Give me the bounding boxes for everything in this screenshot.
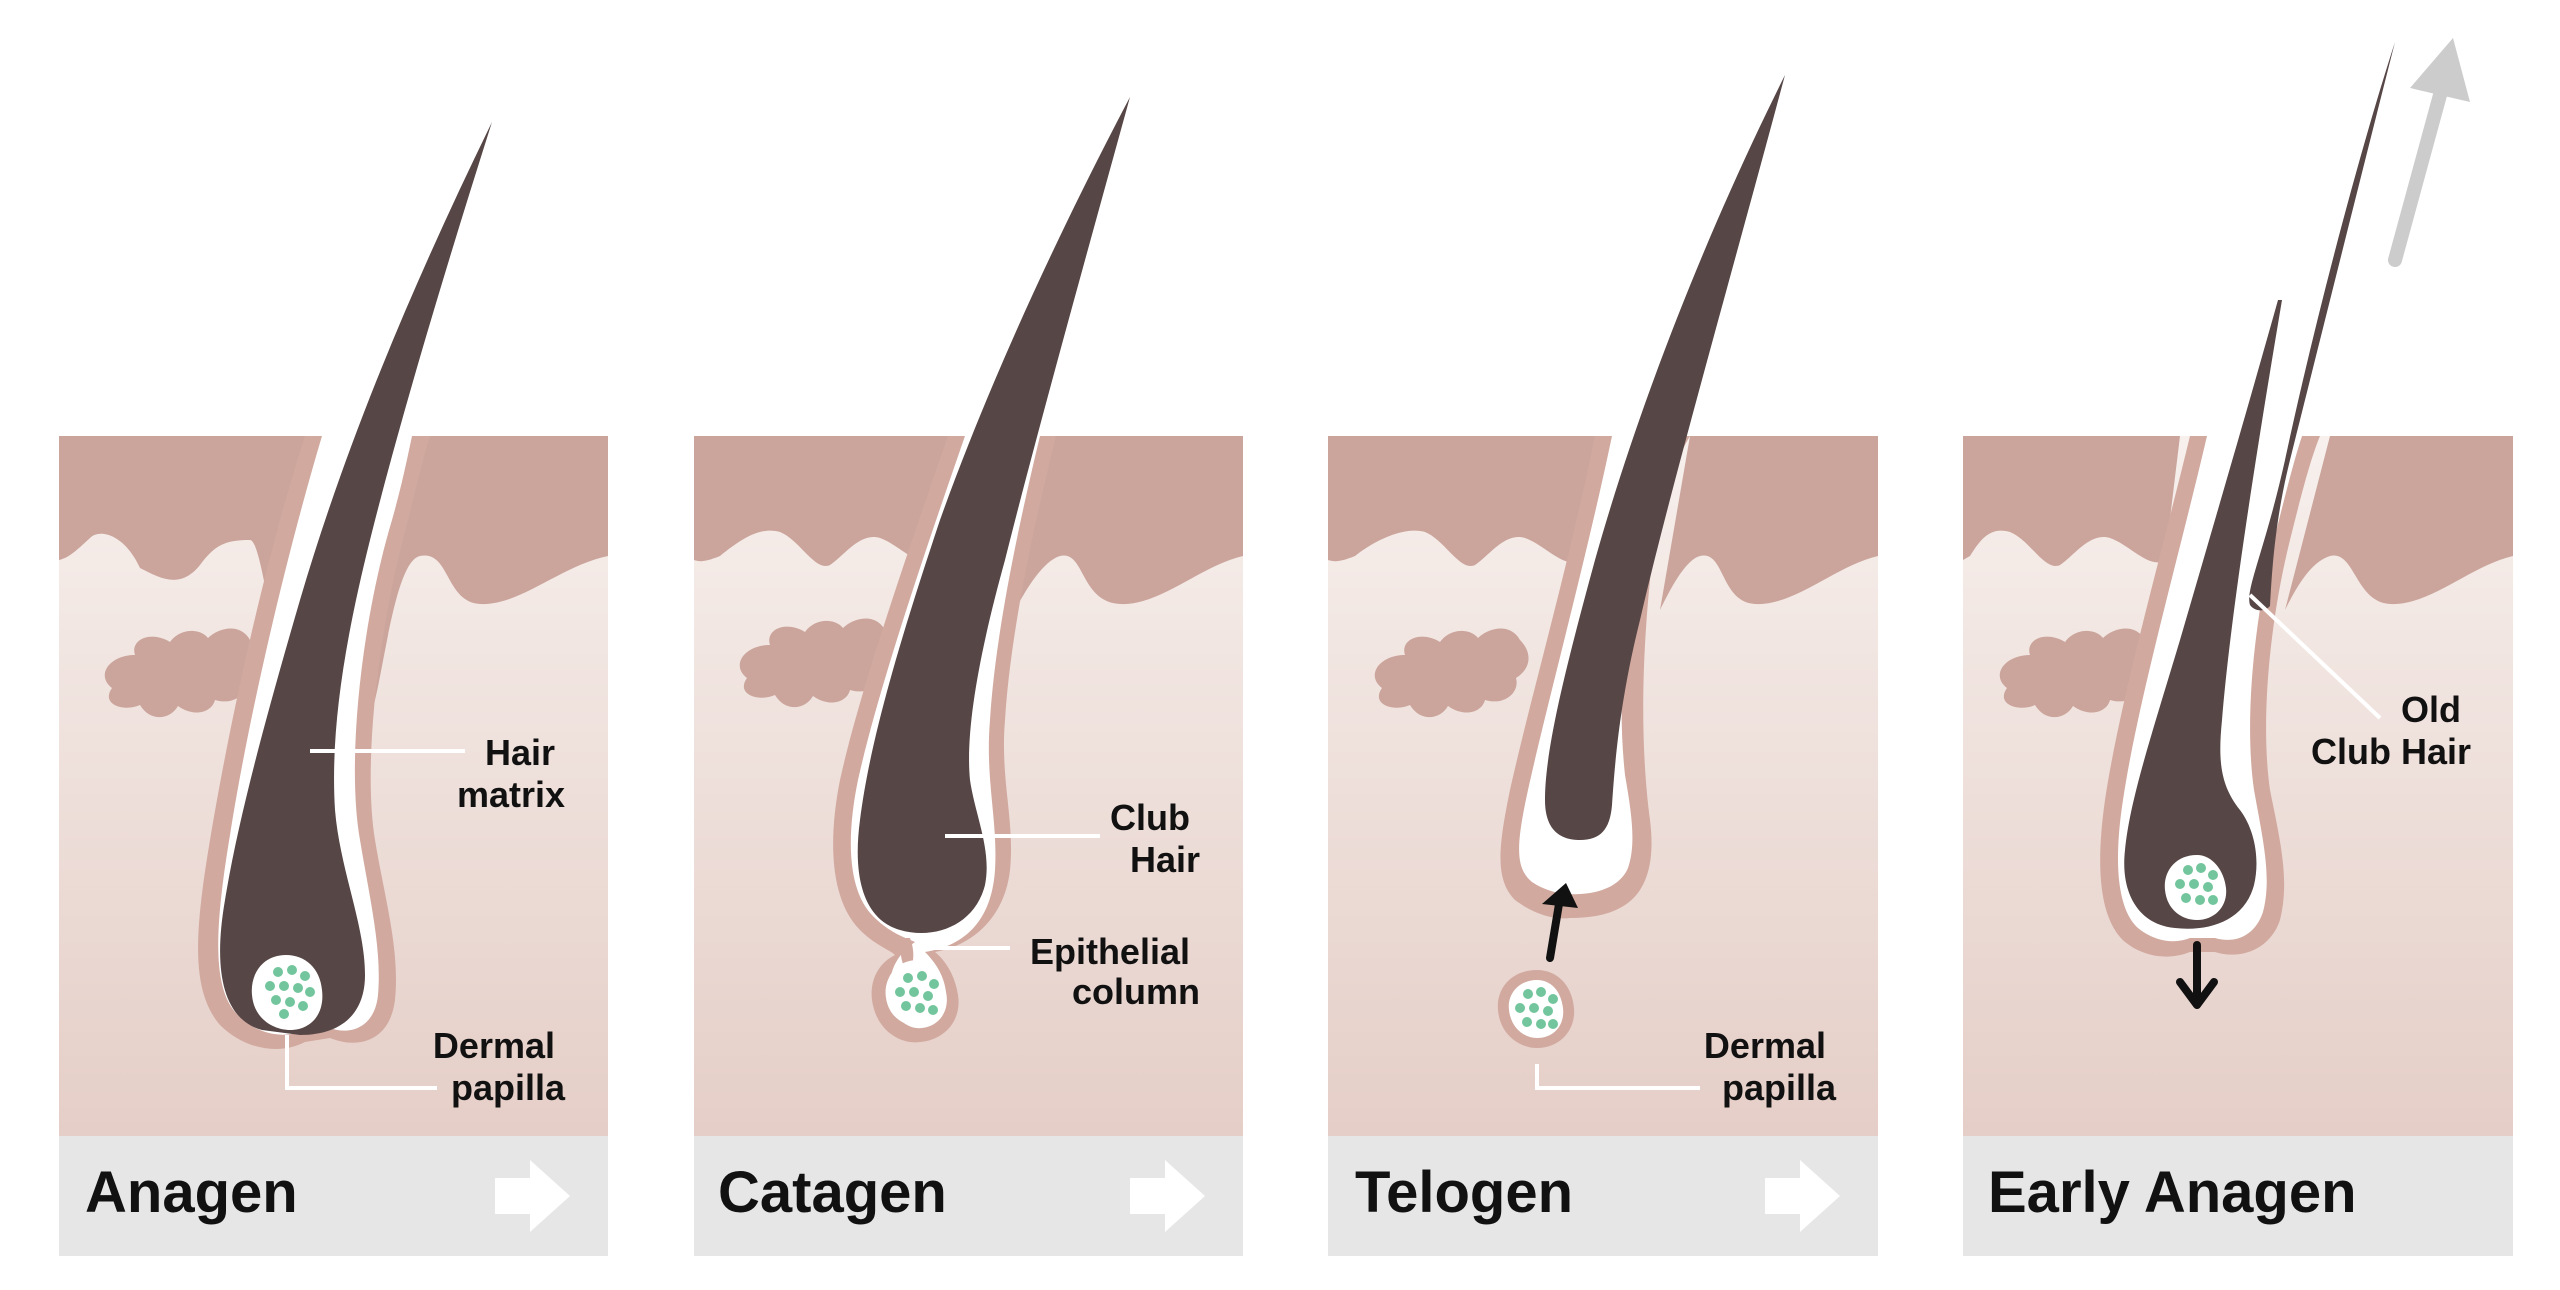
papilla-cell	[1543, 1006, 1553, 1016]
leader-line-dermal-papilla	[1535, 1064, 1700, 1090]
papilla-cell	[271, 995, 281, 1005]
label-dermal-papilla: Dermal papilla	[1704, 1025, 1837, 1108]
up-arrowhead-icon	[1542, 883, 1578, 908]
papilla-cell	[2196, 863, 2206, 873]
papilla-cell	[273, 967, 283, 977]
panel-anagen: Hair matrix Dermal papilla Anagen	[59, 122, 608, 1256]
panel-title: Telogen	[1355, 1160, 1573, 1225]
panel-catagen: Club Hair Epithelial column Catagen	[694, 97, 1243, 1256]
epidermis-layer	[59, 436, 608, 720]
papilla-cell	[2181, 893, 2191, 903]
papilla-cell	[293, 983, 303, 993]
papilla-cell	[305, 987, 315, 997]
next-arrow-icon	[1130, 1160, 1205, 1232]
label-epithelial-column: Epithelial column	[1030, 931, 1200, 1012]
leader-line-dermal-papilla	[285, 1035, 437, 1090]
panel-telogen: Dermal papilla Telogen	[1328, 75, 1878, 1256]
papilla-cell	[2208, 895, 2218, 905]
label-club-hair: Club Hair	[1110, 797, 1200, 880]
papilla-cell	[928, 1005, 938, 1015]
papilla-cell	[895, 987, 905, 997]
papilla-cell	[285, 997, 295, 1007]
papilla-cell	[2208, 870, 2218, 880]
papilla-cell	[279, 981, 289, 991]
label-dermal-papilla: Dermal papilla	[433, 1025, 566, 1108]
papilla-cell	[923, 991, 933, 1001]
papilla-cell	[1536, 987, 1546, 997]
papilla-cells	[895, 971, 939, 1015]
next-arrow-icon	[1765, 1160, 1840, 1232]
papilla-cell	[1536, 1019, 1546, 1029]
papilla-cell	[1529, 1003, 1539, 1013]
papilla-cell	[929, 979, 939, 989]
papilla-cell	[1522, 1017, 1532, 1027]
papilla-cell	[2203, 882, 2213, 892]
papilla-cell	[915, 1003, 925, 1013]
leader-line-old-club-hair	[2248, 593, 2382, 720]
panel-early-anagen: Old Club Hair Early Anagen	[1963, 38, 2513, 1256]
hair-shaft	[857, 97, 1130, 933]
papilla-cell	[2175, 879, 2185, 889]
panel-title: Early Anagen	[1988, 1160, 2357, 1225]
panel-title: Catagen	[718, 1160, 947, 1225]
sebaceous-gland	[104, 628, 259, 718]
papilla-cells	[1515, 987, 1558, 1029]
papilla-cell	[1515, 1003, 1525, 1013]
papilla-cell	[279, 1009, 289, 1019]
hair-shaft	[1545, 75, 1785, 840]
label-old-club-hair: Old Club Hair	[2311, 689, 2471, 772]
papilla-cell	[917, 971, 927, 981]
papilla-cell	[2195, 895, 2205, 905]
papilla-cells	[265, 965, 315, 1019]
sebaceous-gland	[1999, 628, 2154, 718]
epidermis-layer	[694, 436, 1243, 620]
hair-shaft	[220, 122, 492, 1035]
papilla-cell	[265, 981, 275, 991]
papilla-cell	[2189, 879, 2199, 889]
panel-title: Anagen	[85, 1160, 298, 1225]
shedding-arrow-icon	[2388, 88, 2447, 267]
old-club-hair-shaft	[2249, 42, 2395, 611]
sebaceous-gland	[739, 618, 894, 708]
new-hair-shaft	[2124, 300, 2282, 929]
sebaceous-gland	[1374, 628, 1529, 718]
epithelial-strand	[900, 938, 914, 966]
caption-band	[1963, 1136, 2513, 1256]
shedding-arrowhead-icon	[2410, 38, 2470, 102]
down-arrowhead-icon	[2176, 978, 2218, 1009]
papilla-cell	[1548, 994, 1558, 1004]
papilla-cell	[901, 1001, 911, 1011]
papilla-cell	[1523, 989, 1533, 999]
label-hair-matrix: Hair matrix	[457, 732, 565, 815]
epidermis-layer	[1328, 436, 1878, 610]
papilla-cell	[909, 987, 919, 997]
up-arrow-icon	[1546, 894, 1564, 962]
papilla-cell	[903, 973, 913, 983]
papilla-cell	[1548, 1019, 1558, 1029]
papilla-cells	[2175, 863, 2218, 905]
papilla-cell	[2183, 865, 2193, 875]
next-arrow-icon	[495, 1160, 570, 1232]
epidermis-layer	[1963, 436, 2513, 610]
papilla-cell	[298, 1001, 308, 1011]
papilla-cell	[300, 971, 310, 981]
papilla-cell	[287, 965, 297, 975]
